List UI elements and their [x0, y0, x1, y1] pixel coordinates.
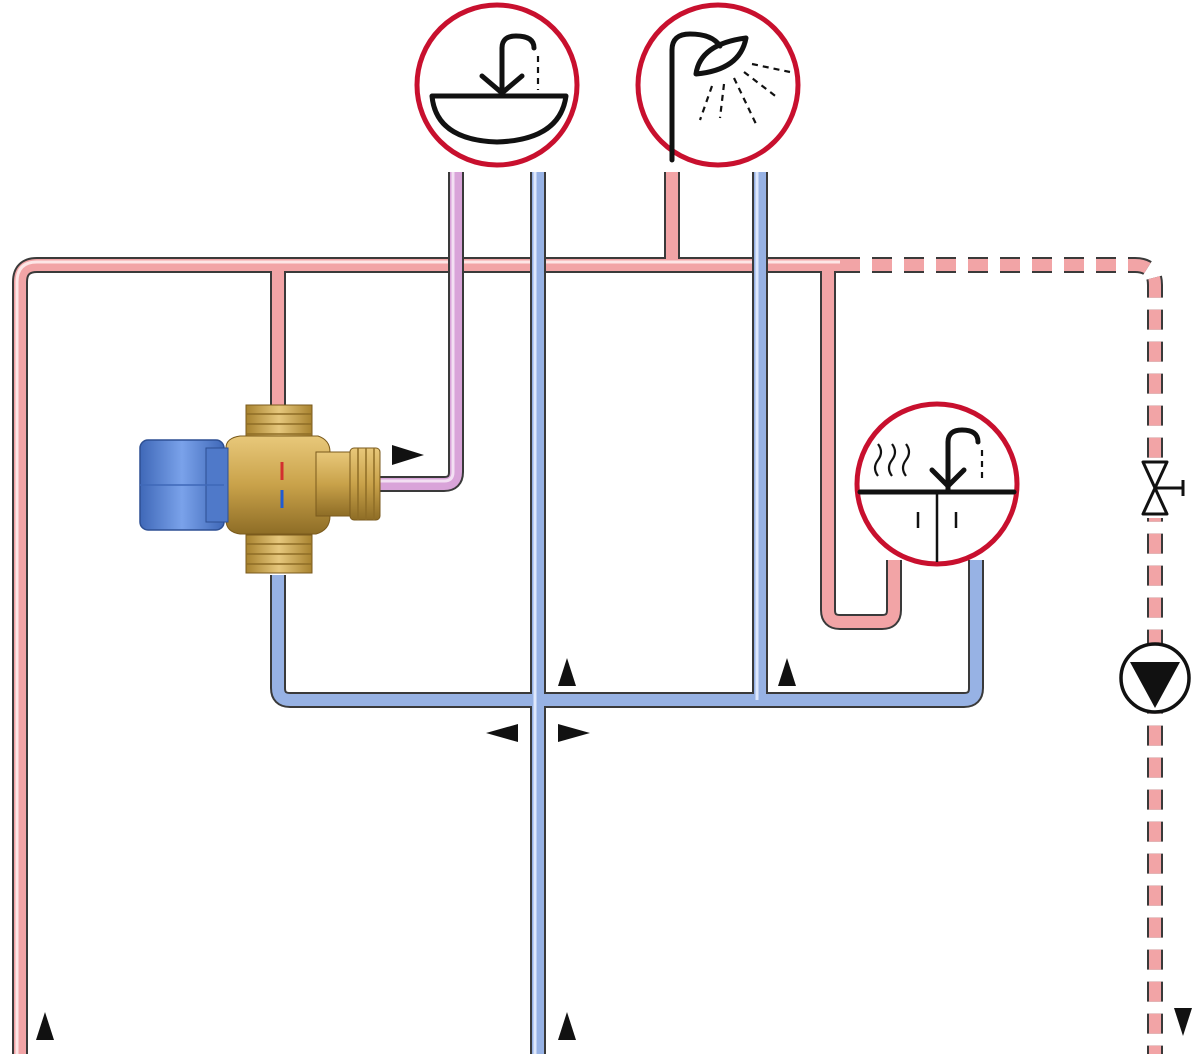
flow-arrow-up: [36, 1012, 54, 1040]
flow-arrow-up: [778, 658, 796, 686]
flow-arrow-up: [558, 658, 576, 686]
thermostatic-mixing-valve-icon: [139, 404, 381, 574]
kitchen-sink-icon: [857, 427, 1017, 562]
washbasin-icon: [429, 33, 569, 145]
flow-arrow-right: [558, 724, 590, 742]
hot-water-pipes: [12, 172, 902, 1054]
flow-arrow-left: [486, 724, 518, 742]
recirculation-line: [840, 257, 1163, 1054]
washbasin-fixture: [414, 2, 580, 168]
flow-arrows: [36, 445, 1192, 1040]
flow-arrow-down: [1174, 1008, 1192, 1036]
kitchen-sink-fixture: [854, 401, 1020, 567]
mixed-water-pipe: [380, 172, 464, 492]
shower-icon: [669, 31, 791, 163]
shower-fixture: [635, 2, 801, 168]
gate-valve-icon: [1140, 458, 1185, 518]
flow-arrow-up: [558, 1012, 576, 1040]
flow-arrow-right: [392, 445, 424, 465]
pump-icon: [1119, 642, 1191, 714]
cold-water-pipes: [270, 172, 984, 1054]
